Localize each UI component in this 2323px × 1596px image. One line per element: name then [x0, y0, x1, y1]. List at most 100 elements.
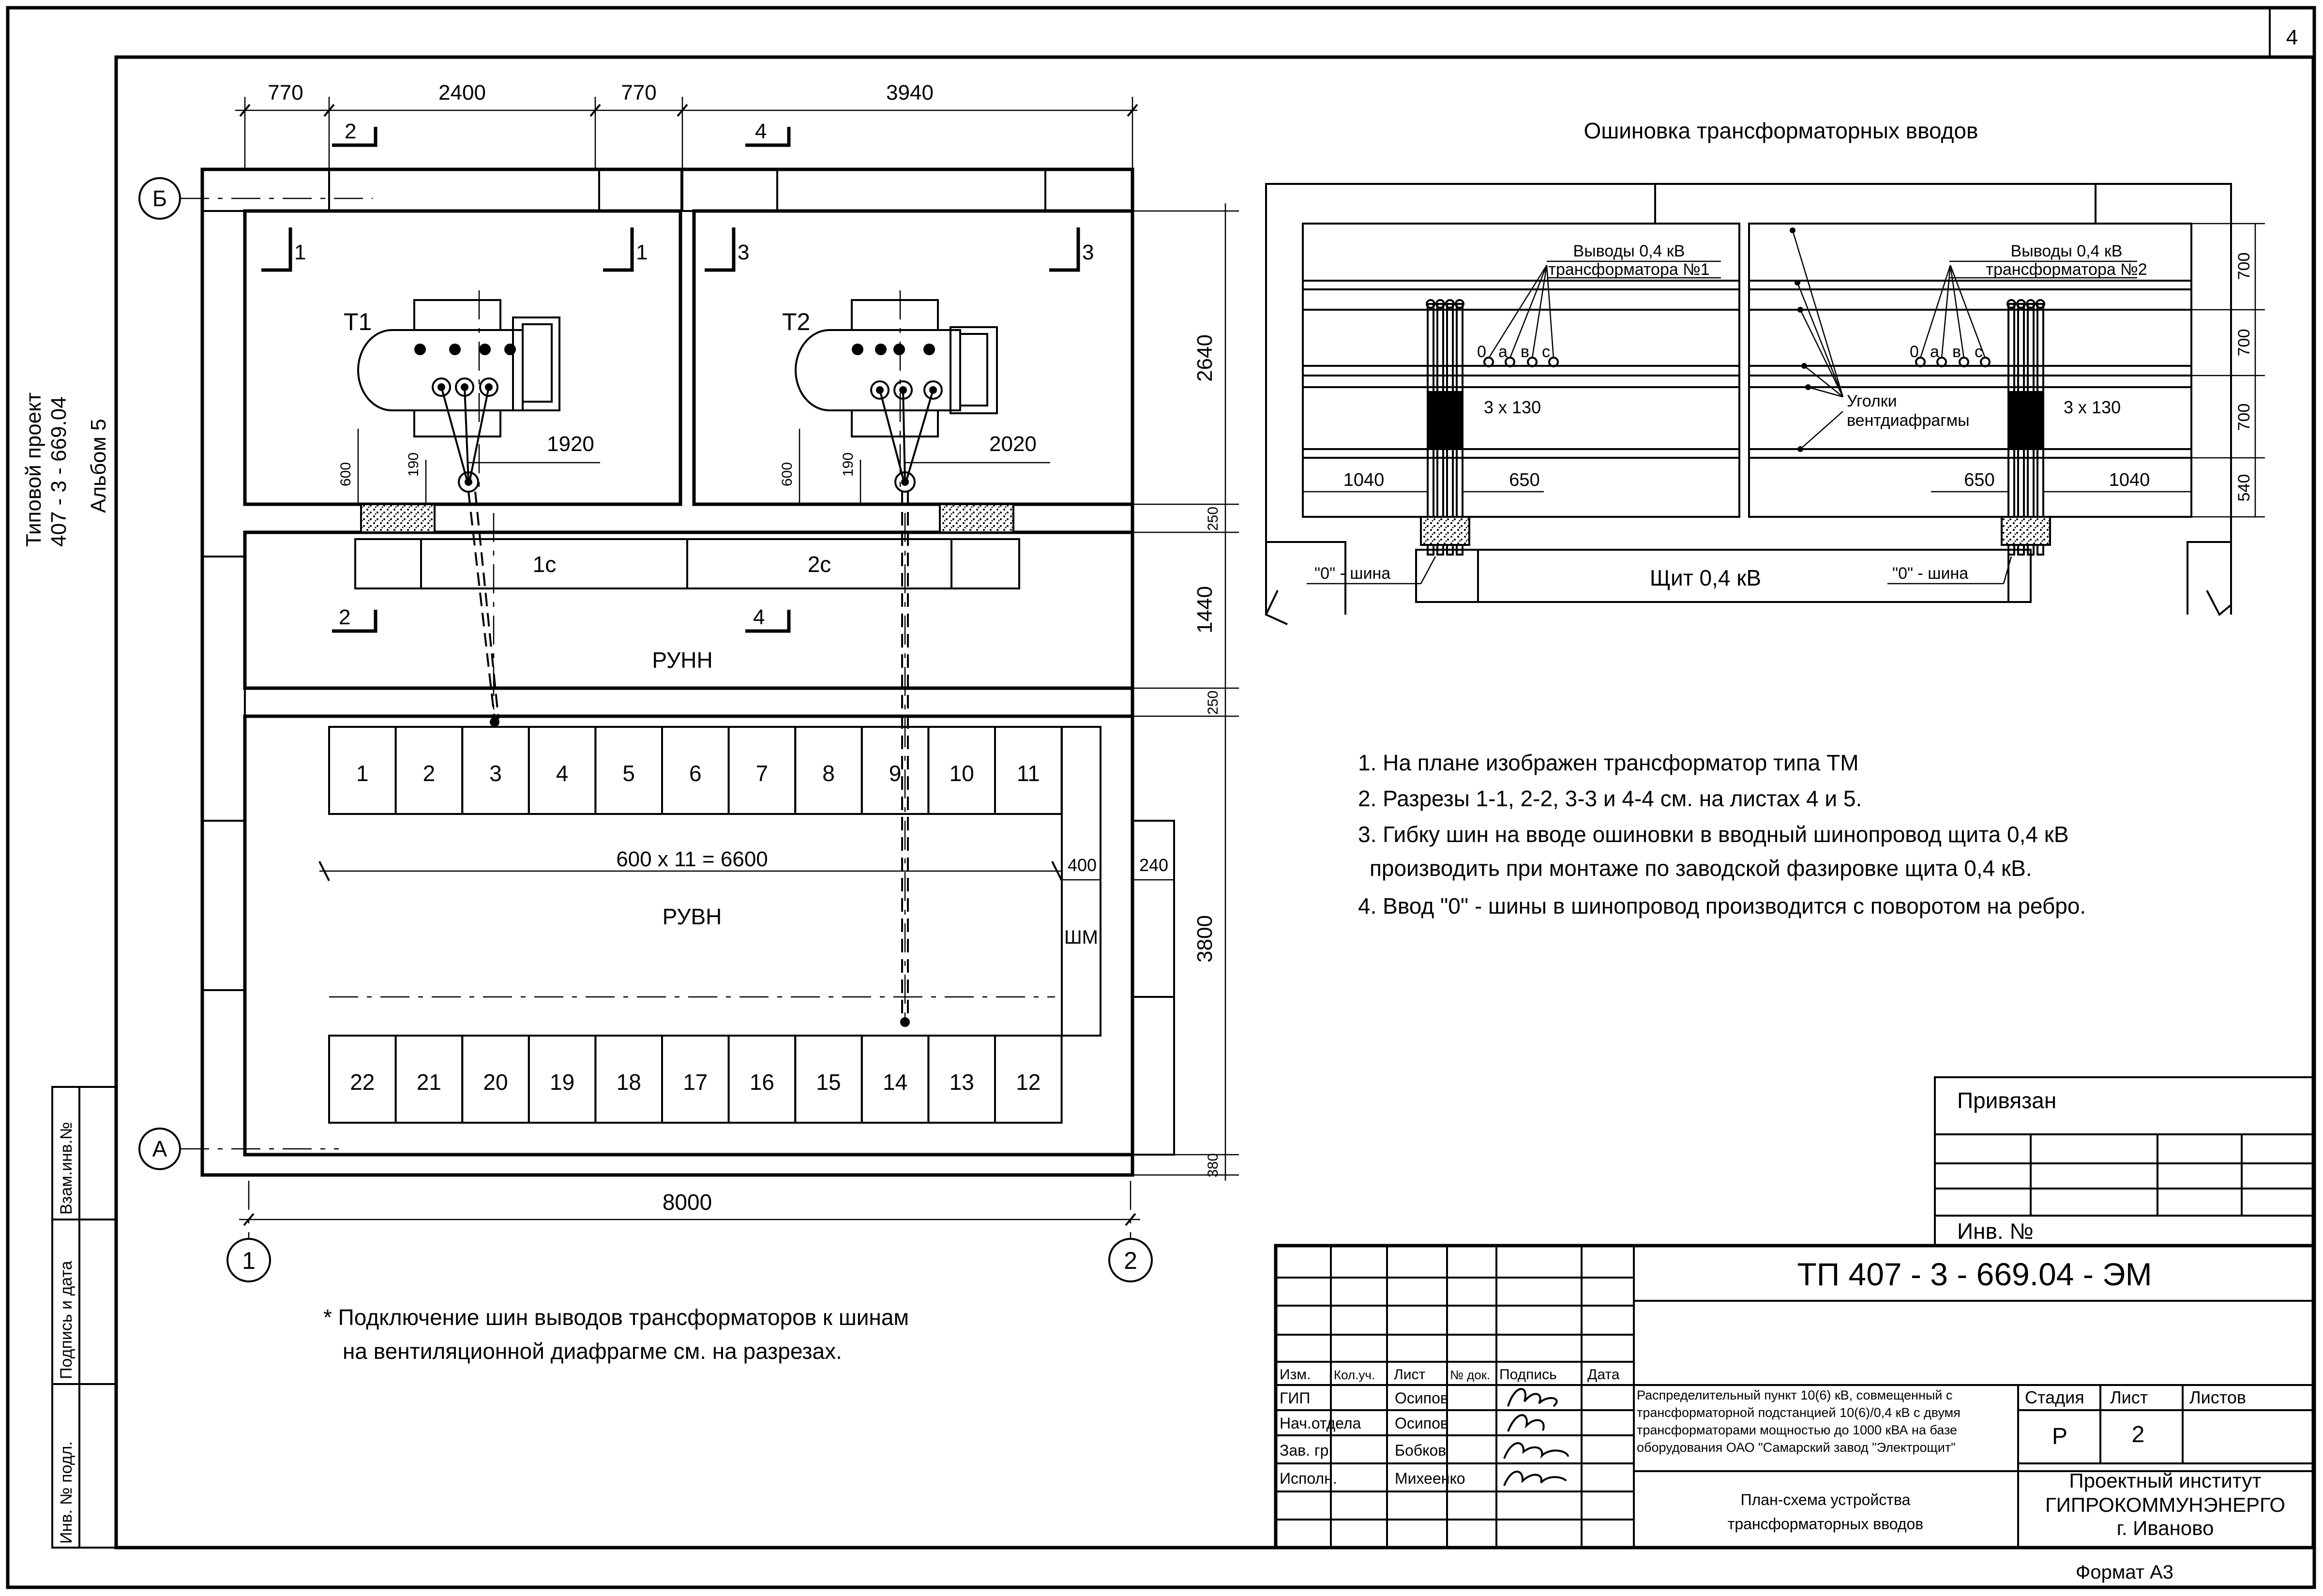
name-gip: Осипов	[1395, 1389, 1448, 1407]
hdr-ndok: № док.	[1450, 1368, 1490, 1382]
footnote-line1: * Подключение шин выводов трансформаторо…	[323, 1305, 909, 1330]
busbars-right	[2001, 299, 2051, 556]
runn-label: РУНН	[652, 647, 712, 673]
dim-top-770a: 770	[268, 81, 303, 105]
phase-a-right: а	[1930, 343, 1939, 361]
sheet-frame: 4	[6, 6, 2316, 1589]
note-2: 2. Разрезы 1-1, 2-2, 3-3 и 4-4 см. на ли…	[1358, 786, 1862, 811]
dim-650-left: 650	[1509, 470, 1539, 490]
dim-400: 400	[1068, 855, 1097, 875]
dim-650-right: 650	[1964, 470, 1994, 490]
ruvn-cell-number: 17	[683, 1069, 708, 1095]
ruvn-cell-number: 22	[350, 1069, 375, 1095]
hdr-kolich: Кол.уч.	[1334, 1368, 1375, 1382]
busbar-detail: Ошиновка трансформаторных вводов	[1265, 118, 2265, 625]
phase-c-left: с	[1542, 343, 1550, 361]
drawing-line1: План-схема устройства	[1741, 1491, 1911, 1508]
dim-1040-right: 1040	[2109, 470, 2150, 490]
note-3-cont: производить при монтаже по заводской фаз…	[1370, 856, 2032, 881]
section-marks: 2 4 1 1 3 3 2 4	[261, 120, 1094, 633]
ruvn-cell-number: 9	[889, 761, 902, 786]
sheet-number: 4	[2286, 26, 2298, 49]
ruvn-cell-number: 16	[750, 1069, 774, 1095]
dim-right-3800: 3800	[1193, 915, 1217, 963]
role-nach: Нач.отдела	[1280, 1415, 1361, 1432]
dim-190-t2: 190	[840, 452, 856, 477]
desc-line1: Распределительный пункт 10(6) кВ, совмещ…	[1637, 1388, 1952, 1402]
dim-top-2400: 2400	[438, 81, 486, 105]
ruvn-cell-number: 15	[816, 1069, 841, 1095]
panel-label: Щит 0,4 кВ	[1650, 565, 1761, 590]
section-mark-3-left: 3	[738, 241, 749, 264]
dim-top-3940: 3940	[886, 81, 934, 105]
bound-inv: Инв. №	[1957, 1219, 2034, 1244]
dim-right-250b: 250	[1205, 691, 1221, 715]
side-vzam: Взам.инв.№	[57, 1122, 75, 1215]
drawing-line2: трансформаторных вводов	[1728, 1515, 1924, 1533]
axis-2: 2	[1124, 1247, 1137, 1274]
note-4: 4. Ввод "0" - шины в шинопровод производ…	[1358, 893, 2086, 918]
footnote-line2: на вентиляционной диафрагме см. на разре…	[343, 1339, 842, 1364]
outputs-2-line1: Выводы 0,4 кВ	[2011, 242, 2123, 260]
ruvn-cell-number: 20	[483, 1069, 508, 1095]
signatures	[1503, 1388, 1569, 1486]
ruvn-label: РУВН	[663, 904, 722, 929]
org-line3: г. Иваново	[2117, 1517, 2214, 1539]
dim-600-t2: 600	[779, 462, 795, 486]
phase-c-right: с	[1975, 343, 1983, 361]
phase-a-left: а	[1498, 343, 1508, 361]
ruvn-cell-number: 6	[689, 761, 702, 786]
section-mark-3-right: 3	[1082, 241, 1094, 264]
ruvn-cell-number: 18	[617, 1069, 641, 1095]
bound-title: Привязан	[1957, 1088, 2056, 1113]
title-block: ТП 407 - 3 - 669.04 - ЭМ Изм. Кол.уч. Ли…	[1274, 1244, 2315, 1550]
ruvn-cell-number: 7	[756, 761, 769, 786]
section-mark-4-bottom: 4	[753, 605, 765, 629]
ruvn-cell-number: 10	[950, 761, 974, 786]
dim-total: 8000	[663, 1189, 712, 1215]
name-zav: Бобков	[1395, 1442, 1446, 1459]
dim-cells: 600 x 11 = 6600	[616, 847, 768, 871]
side-album: Альбом 5	[87, 419, 110, 513]
dim-1040-left: 1040	[1343, 470, 1385, 490]
role-ispoln: Исполн.	[1280, 1470, 1337, 1487]
doc-code: ТП 407 - 3 - 669.04 - ЭМ	[1797, 1256, 2152, 1292]
stage-label: Стадия	[2025, 1387, 2084, 1407]
t2-label: Т2	[782, 308, 810, 335]
dim-right-380: 380	[1205, 1153, 1221, 1177]
dim-540: 540	[2235, 474, 2253, 502]
transformer-t2: Т2 2020 600 190	[779, 299, 1050, 504]
side-inv: Инв. № подл.	[57, 1441, 75, 1544]
angles-line2: вентдиафрагмы	[1847, 411, 1970, 430]
angles-line1: Уголки	[1847, 392, 1897, 410]
dim-top-770b: 770	[621, 81, 656, 105]
org-line2: ГИПРОКОММУНЭНЕРГО	[2045, 1493, 2285, 1516]
hdr-izm: Изм.	[1280, 1367, 1311, 1383]
dim-700a: 700	[2235, 253, 2253, 280]
ruvn-cell-number: 2	[423, 761, 436, 786]
dim-right-250a: 250	[1205, 507, 1221, 531]
outputs-2-line2: трансформатора №2	[1986, 260, 2147, 279]
axis-b: Б	[152, 186, 167, 211]
sheet-label: Лист	[2110, 1387, 2148, 1407]
bus-size-left: 3 х 130	[1484, 397, 1541, 417]
name-ispoln: Михеенко	[1395, 1470, 1465, 1487]
axis-a: А	[152, 1136, 167, 1161]
ruvn-cell-number: 11	[1017, 761, 1040, 786]
desc-line4: оборудования ОАО "Самарский завод "Элект…	[1637, 1440, 1956, 1455]
format-label: Формат А3	[2076, 1562, 2173, 1583]
side-project-line1: Типовой проект	[22, 392, 45, 547]
ruvn-cell-number: 4	[556, 761, 569, 786]
section-mark-1-left: 1	[294, 241, 306, 264]
dim-600-t1: 600	[338, 462, 354, 486]
phase-b-left: в	[1521, 343, 1529, 361]
phase-b-right: в	[1952, 343, 1961, 361]
phase-0-left: 0	[1477, 343, 1486, 361]
ruvn-cell-number: 5	[622, 761, 635, 786]
note-3: 3. Гибку шин на вводе ошиновки в вводный…	[1358, 822, 2069, 847]
ruvn-cell-number: 13	[950, 1069, 974, 1095]
outputs-1-line2: трансформатора №1	[1548, 260, 1709, 279]
